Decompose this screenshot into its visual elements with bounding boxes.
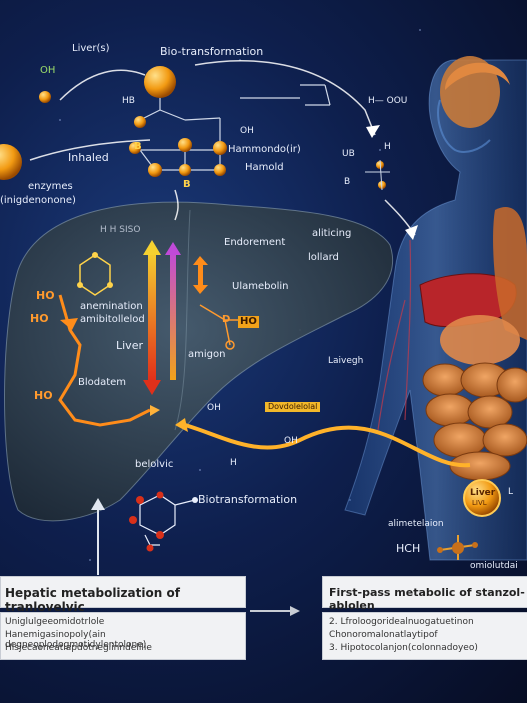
- label-d-letter: D: [222, 314, 231, 325]
- label-hammond: Hammondo(ir): [228, 144, 301, 155]
- label-h-oou: H— OOU: [368, 96, 408, 106]
- label-hch: HCH: [396, 542, 421, 555]
- metabolic-pathway: [58, 294, 151, 427]
- label-ho-3: HO: [34, 389, 53, 402]
- label-oh-top: OH: [40, 65, 56, 76]
- label-ub: UB: [342, 149, 355, 159]
- panel-left-line-2: Hanemigasinopoly(ain degneoplodogmotidyl…: [5, 630, 147, 650]
- panel-right-body: 2. Lfroloogoridealnuogatuetinon Chonorom…: [322, 612, 527, 660]
- panel-left-title: Hepatic metabolization of tranlovelvic: [5, 586, 180, 614]
- panel-right-title: First-pass metabolic of stanzol-ablolen: [329, 586, 525, 612]
- label-liver-inner: Liver: [116, 339, 143, 352]
- label-amigon: amigon: [188, 349, 226, 360]
- label-alimetelaion: alimetelaion: [388, 519, 444, 529]
- panel-left-line-3: Hisjecaoneatiapdotneglinndelilie: [5, 643, 152, 653]
- panel-right-line-3: 3. Hipotocolanjon(colonnadoyeo): [329, 643, 478, 653]
- arrow-purple: [170, 250, 176, 380]
- label-laivegh: Laivegh: [328, 356, 364, 366]
- label-liver-badge2: LIVL: [472, 499, 487, 507]
- label-bio-top: Bio-transformation: [160, 45, 264, 58]
- arrow-red: [148, 250, 156, 380]
- label-liver-badge: Liver: [470, 488, 496, 498]
- label-belolvic: belolvic: [135, 459, 174, 470]
- label-lollard: lollard: [308, 252, 339, 263]
- label-endorement: Endorement: [224, 237, 286, 248]
- label-ho-1: HO: [36, 289, 55, 302]
- arrow-orange-small: [198, 265, 203, 285]
- arrow-yellow-curve: [184, 423, 471, 468]
- label-reaction-2: amibitollelod: [80, 314, 145, 325]
- label-oh-right: OH: [240, 126, 254, 136]
- label-ulamebolin: Ulamebolin: [232, 281, 289, 292]
- intestines: [422, 362, 527, 481]
- label-biotransformation: Biotransformation: [198, 493, 298, 506]
- label-h-small: H: [384, 142, 391, 152]
- panel-left-line-1: Uniglulgeeomidotrlole: [5, 617, 105, 627]
- panel-right-header: First-pass metabolic of stanzol-ablolen: [322, 576, 527, 612]
- label-h-mid: H: [230, 458, 237, 468]
- sphere-large: [144, 66, 176, 98]
- label-hb: HB: [122, 96, 135, 106]
- label-enzymes-sub: (inigdenonone): [0, 195, 76, 206]
- label-h-liver: H H SISO: [100, 225, 141, 235]
- molecule-bottom: [139, 494, 196, 546]
- label-l-right: L: [508, 487, 514, 497]
- label-b-small: B: [344, 177, 351, 187]
- liver-shape: [4, 201, 394, 522]
- label-omolutdai: omiolutdai: [470, 561, 518, 571]
- label-oh-mid: OH: [207, 403, 221, 413]
- label-blodatem: Blodatem: [78, 377, 127, 388]
- label-oh-mid2: OH: [284, 436, 298, 446]
- label-reaction-1: anemination: [80, 301, 143, 312]
- label-ho-2: HO: [30, 312, 49, 325]
- label-b-letter: B: [183, 179, 191, 190]
- panel-right-line-2: Chonoromalonatlaytipof: [329, 630, 438, 640]
- label-top-liver: Liver(s): [72, 43, 110, 54]
- label-dovdelolal: Dovdolelolal: [265, 402, 321, 412]
- panel-right-line-1: 2. Lfroloogoridealnuogatuetinon: [329, 617, 474, 627]
- panel-left-body: Uniglulgeeomidotrlole Hanemigasinopoly(a…: [0, 612, 246, 660]
- liver-badge: [463, 479, 501, 517]
- label-inhaled: Inhaled: [68, 151, 109, 164]
- label-ho-box: HO: [238, 316, 259, 328]
- label-aliticing: aliticing: [312, 228, 352, 239]
- label-enzymes: enzymes: [28, 181, 73, 192]
- label-hamold: Hamold: [245, 162, 284, 173]
- panel-left-header: Hepatic metabolization of tranlovelvic: [0, 576, 246, 614]
- label-b-letter2: B: [134, 141, 142, 152]
